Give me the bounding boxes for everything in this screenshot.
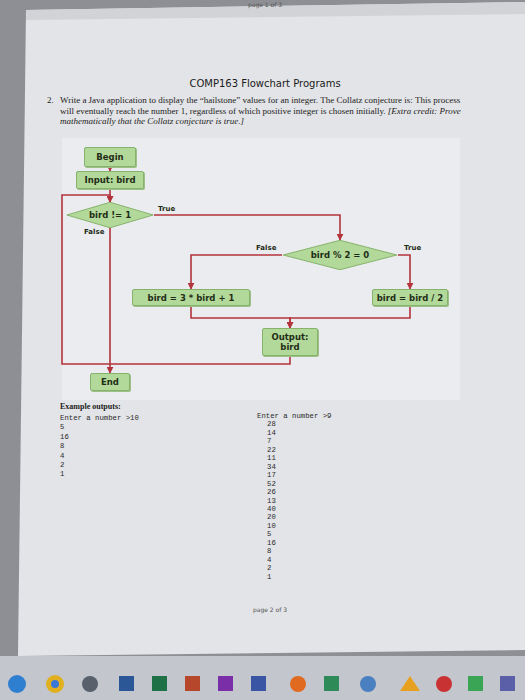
flow-connector bbox=[398, 255, 410, 289]
console-output: 2 bbox=[257, 564, 377, 572]
console-output: 1 bbox=[257, 573, 377, 581]
text-block: Enter a number >928147221134175226134020… bbox=[257, 412, 377, 581]
page-footer: page 2 of 3 bbox=[230, 606, 310, 613]
input-box: Input: bird bbox=[76, 171, 144, 189]
taskbar-icon bbox=[436, 676, 452, 692]
taskbar-icon bbox=[82, 676, 98, 692]
flow-connector bbox=[290, 306, 410, 328]
flow-connector bbox=[191, 255, 282, 289]
process-box: bird = 3 * bird + 1 bbox=[132, 289, 250, 306]
taskbar-icon bbox=[500, 676, 515, 691]
console-output: 5 bbox=[60, 423, 180, 432]
taskbar-icon bbox=[290, 676, 306, 692]
console-prompt: Enter a number >10 bbox=[60, 414, 180, 423]
text-block: Enter a number >105168421 bbox=[60, 414, 180, 480]
edge-label: True bbox=[404, 244, 421, 252]
node-text: bird != 1 bbox=[86, 210, 134, 220]
taskbar-icon bbox=[468, 676, 483, 691]
output-box: Output: bird bbox=[262, 328, 318, 356]
console-output: 10 bbox=[257, 522, 377, 530]
console-output: 8 bbox=[60, 442, 180, 451]
process-box: bird = bird / 2 bbox=[372, 289, 448, 306]
console-output: 28 bbox=[257, 420, 377, 428]
terminal-box: Begin bbox=[84, 147, 136, 167]
node-text: Output: bird bbox=[263, 332, 317, 352]
console-output: 52 bbox=[257, 480, 377, 488]
taskbar-icon bbox=[324, 676, 339, 691]
console-output: 17 bbox=[257, 471, 377, 479]
console-output: 40 bbox=[257, 505, 377, 513]
node-text: Input: bird bbox=[81, 175, 138, 185]
console-output: 7 bbox=[257, 437, 377, 445]
taskbar-icon bbox=[46, 675, 64, 693]
paper-top-edge bbox=[26, 2, 525, 20]
flow-connector bbox=[154, 215, 340, 240]
terminal-box: End bbox=[90, 373, 130, 391]
console-prompt: Enter a number >9 bbox=[257, 412, 377, 420]
taskbar-icon bbox=[400, 676, 420, 691]
console-output: 26 bbox=[257, 488, 377, 496]
decision-diamond: bird % 2 = 0 bbox=[282, 240, 398, 270]
node-text: bird = bird / 2 bbox=[374, 293, 447, 303]
taskbar-icon bbox=[8, 675, 26, 693]
console-output: 2 bbox=[60, 461, 180, 470]
text-block: 2. bbox=[47, 95, 61, 106]
console-output: 4 bbox=[60, 452, 180, 461]
console-output: 22 bbox=[257, 446, 377, 454]
taskbar-icon bbox=[185, 676, 200, 691]
node-text: bird = 3 * bird + 1 bbox=[145, 293, 238, 303]
flow-connector bbox=[109, 189, 111, 202]
console-output: 16 bbox=[60, 433, 180, 442]
edge-label: False bbox=[84, 228, 104, 236]
console-output: 13 bbox=[257, 497, 377, 505]
taskbar-icon bbox=[360, 676, 376, 692]
diamond-shape bbox=[67, 202, 153, 227]
console-output: 8 bbox=[257, 547, 377, 555]
console-output: 34 bbox=[257, 463, 377, 471]
taskbar-icon bbox=[119, 676, 134, 691]
console-output: 1 bbox=[60, 470, 180, 479]
flowchart-panel bbox=[62, 138, 460, 400]
text-block: Write a Java application to display the … bbox=[60, 95, 472, 127]
node-text: Begin bbox=[93, 152, 126, 162]
taskbar-icon bbox=[51, 680, 59, 688]
flow-connector bbox=[191, 306, 290, 328]
flow-connector bbox=[62, 195, 290, 364]
text-block: Example outputs: bbox=[60, 402, 180, 411]
console-output: 4 bbox=[257, 556, 377, 564]
section-heading: Example outputs: bbox=[60, 402, 180, 411]
edge-label: True bbox=[158, 205, 175, 213]
console-output: 5 bbox=[257, 530, 377, 538]
node-text: End bbox=[98, 377, 122, 387]
taskbar bbox=[0, 656, 525, 700]
paper-sheet bbox=[18, 2, 525, 656]
taskbar-icon bbox=[218, 676, 233, 691]
text-block: page 1 of 3 bbox=[210, 1, 320, 8]
page-title: COMP163 Flowchart Programs bbox=[60, 78, 470, 89]
page-header: page 1 of 3 bbox=[210, 1, 320, 8]
console-output: 16 bbox=[257, 539, 377, 547]
console-output: 20 bbox=[257, 513, 377, 521]
node-text: bird % 2 = 0 bbox=[308, 250, 373, 260]
question-number: 2. bbox=[47, 95, 61, 106]
text-block: page 2 of 3 bbox=[230, 606, 310, 613]
flow-connector bbox=[109, 228, 111, 373]
decision-diamond: bird != 1 bbox=[66, 202, 154, 228]
taskbar-icon bbox=[152, 676, 167, 691]
diamond-shape bbox=[283, 240, 397, 269]
console-output: 14 bbox=[257, 429, 377, 437]
edge-label: False bbox=[256, 244, 276, 252]
taskbar-icon bbox=[251, 676, 266, 691]
console-output: 11 bbox=[257, 454, 377, 462]
